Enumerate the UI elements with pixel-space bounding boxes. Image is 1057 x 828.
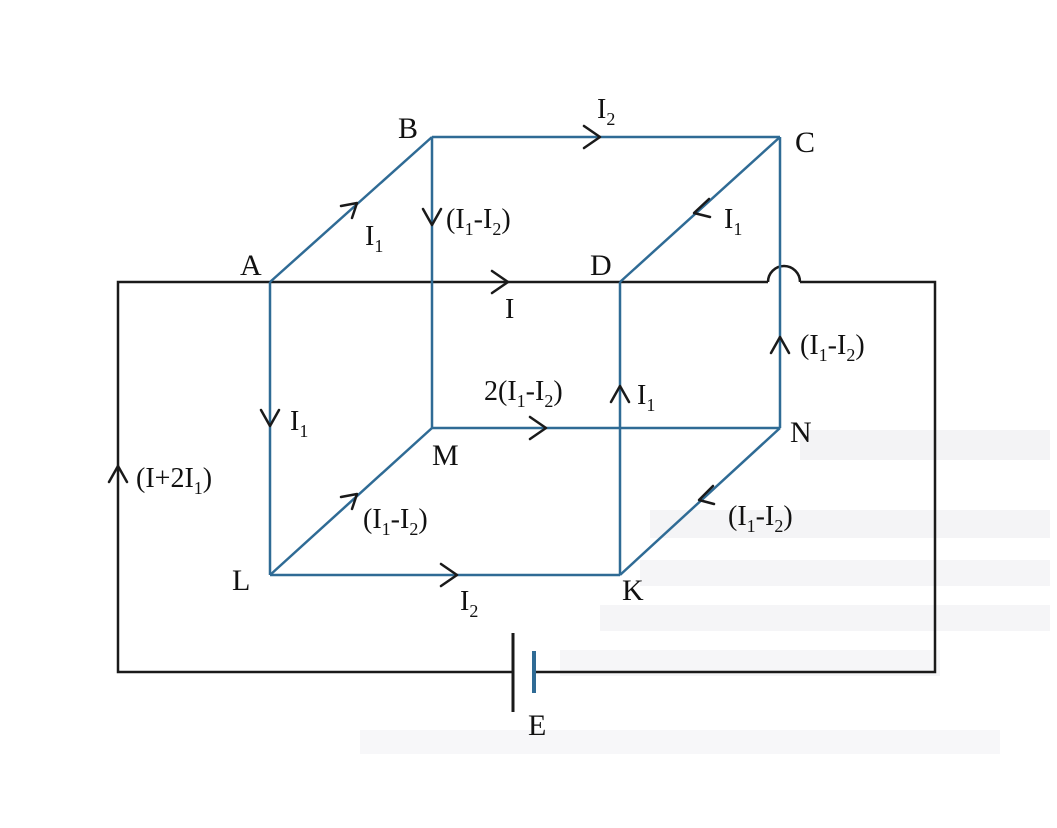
arrow-lm [339,492,359,511]
arrow-lk [439,562,459,588]
vertex-k: K [622,574,644,607]
arrow-al [259,408,281,428]
arrow-bm [421,207,443,227]
current-label-main: (I+2I1) [136,463,212,498]
current-label-cd: I1 [724,204,742,239]
battery [511,633,536,712]
vertex-l: L [232,564,250,597]
current-label-bc: I2 [597,94,615,129]
arrow-kd [609,384,631,404]
external-circuit [116,264,937,674]
arrow-nk [697,484,716,506]
vertex-m: M [432,439,459,472]
vertex-a: A [240,249,262,282]
arrow-ad [490,269,510,295]
arrow-bc [582,124,602,150]
current-arrows [107,124,791,588]
current-label-lk: I2 [460,586,478,621]
current-label-nc: (I1-I2) [800,330,865,365]
arrow-mn [528,415,548,441]
arrow-nc [769,335,791,355]
vertex-d: D [590,249,612,282]
cube-edges [268,135,782,577]
arrow-ab [339,201,359,220]
vertex-n: N [790,416,812,449]
current-label-nk: (I1-I2) [728,501,793,536]
current-label-al: I1 [290,406,308,441]
current-label-ad: I [505,294,514,325]
current-label-lm: (I1-I2) [363,504,428,539]
vertex-b: B [398,112,418,145]
current-label-bm: (I1-I2) [446,204,511,239]
current-label-mn: 2(I1-I2) [484,376,563,411]
current-labels: I2 I1 I1 I I1 I1 I2 (I1-I2) (I1-I2) 2(I1… [136,94,865,621]
arrow-main [107,464,129,484]
vertex-c: C [795,126,815,159]
arrow-cd [692,197,712,219]
current-label-kd: I1 [637,380,655,415]
vertex-labels: B C A D M N L K E [232,112,815,742]
battery-label: E [528,709,546,742]
current-label-ab: I1 [365,221,383,256]
